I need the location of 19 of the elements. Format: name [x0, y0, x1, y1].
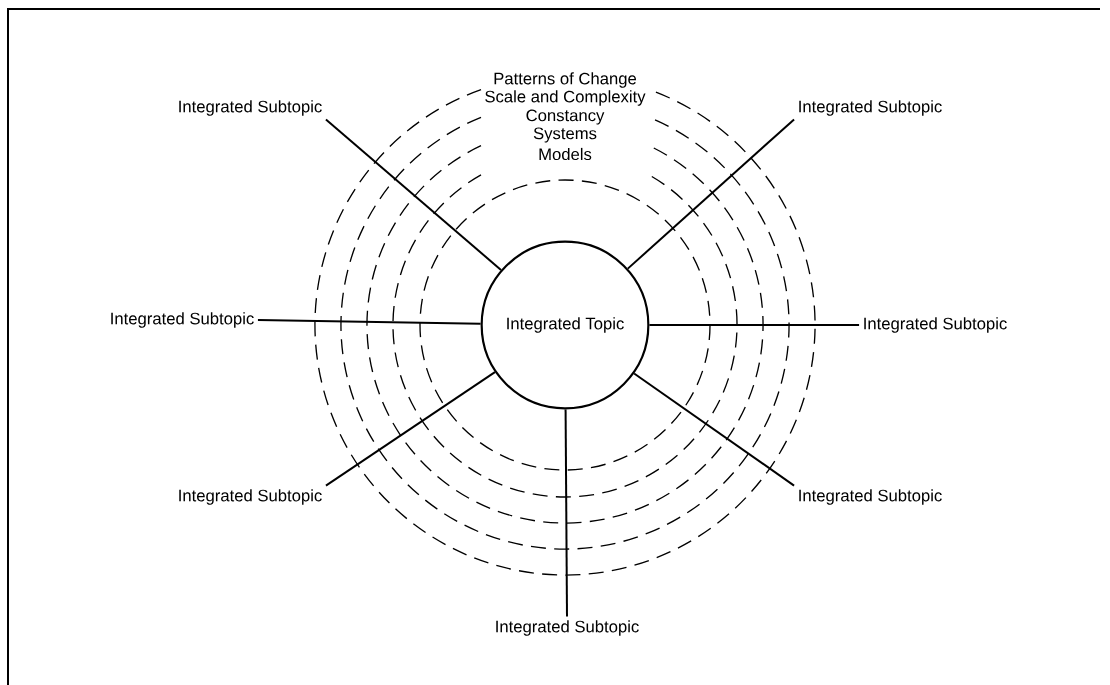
- ring-label: Systems: [533, 127, 597, 143]
- subtopic-label: Integrated Subtopic: [111, 312, 254, 328]
- subtopic-label: Integrated Subtopic: [799, 489, 942, 505]
- subtopic-label: Integrated Subtopic: [179, 489, 322, 505]
- subtopic-label: Integrated Subtopic: [864, 317, 1007, 333]
- subtopic-label: Integrated Subtopic: [799, 100, 942, 116]
- spoke-line: [256, 319, 482, 325]
- ring-label: Patterns of Change: [494, 72, 637, 88]
- subtopic-label: Integrated Subtopic: [496, 620, 639, 636]
- ring-label: Scale and Complexity: [485, 90, 646, 106]
- spoke-line: [564, 408, 568, 618]
- subtopic-label: Integrated Subtopic: [179, 100, 322, 116]
- spoke-line: [324, 371, 496, 487]
- spoke-line: [633, 372, 796, 487]
- spoke-line: [648, 324, 861, 326]
- spoke-line: [324, 118, 502, 271]
- ring-label: Constancy: [526, 109, 605, 125]
- spoke-line: [626, 118, 796, 270]
- ring-label: Models: [539, 147, 592, 161]
